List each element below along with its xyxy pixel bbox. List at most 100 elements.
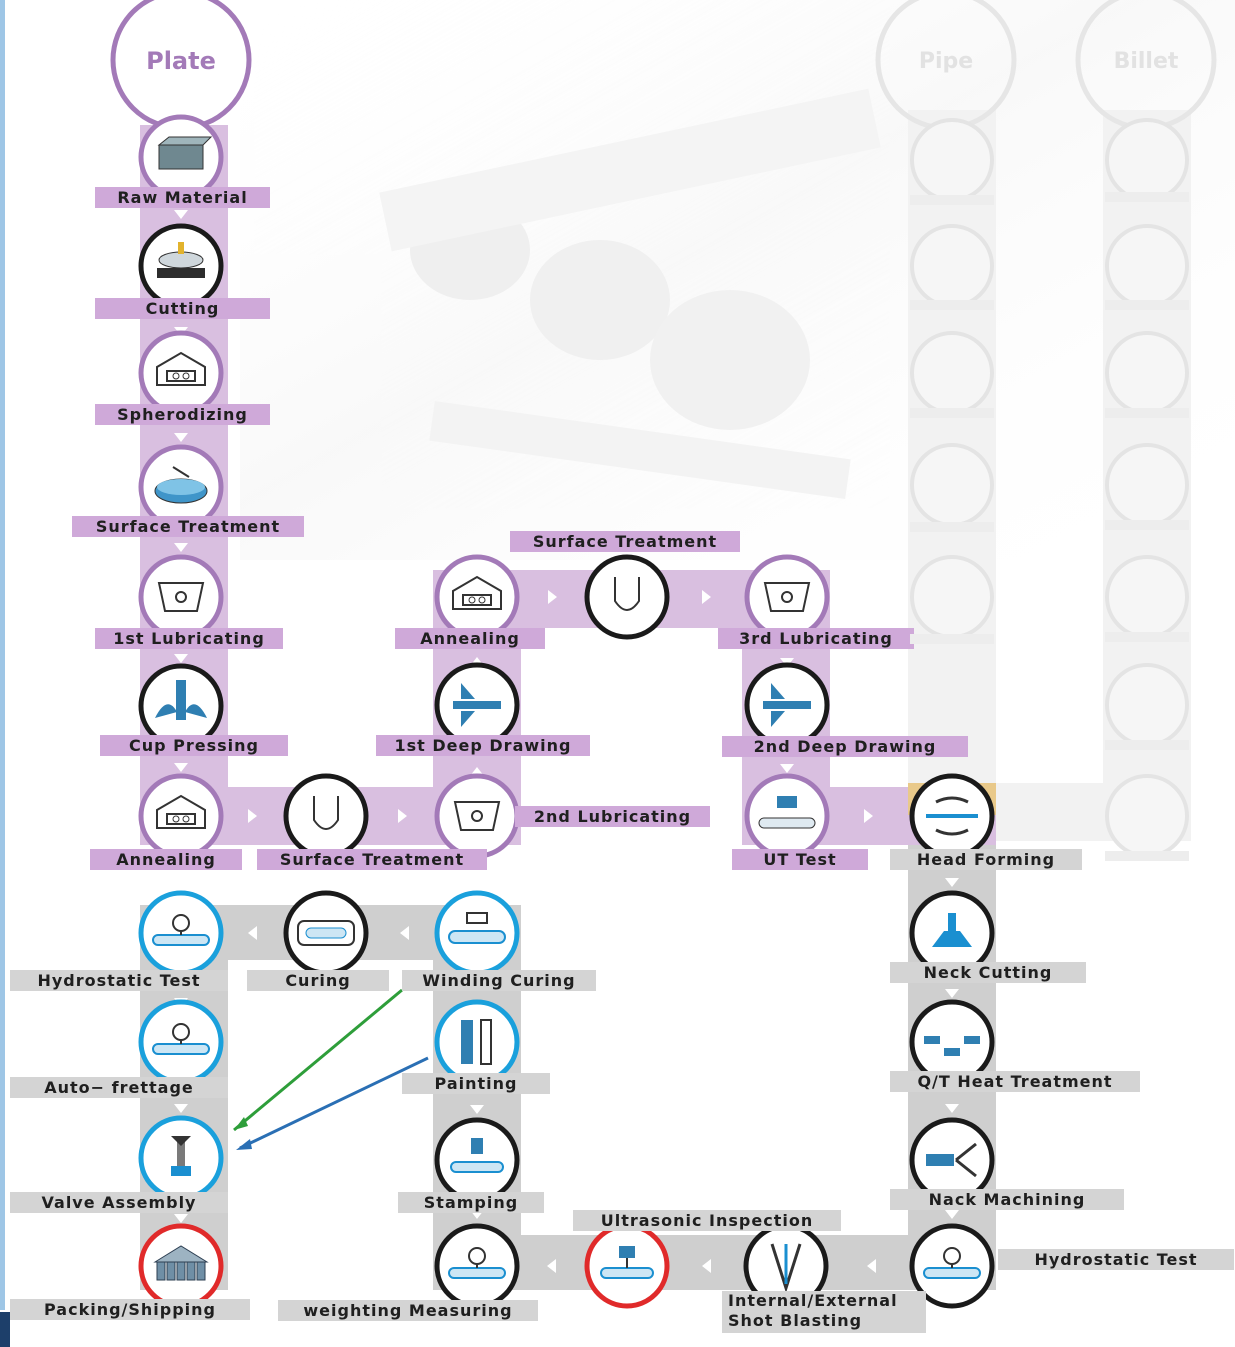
- valve-icon: [171, 1136, 191, 1176]
- curing-node: [283, 890, 369, 976]
- label-hydrostatic-test-right: Hydrostatic Test: [998, 1249, 1234, 1270]
- gauge-icon: [152, 914, 210, 946]
- label-packing-shipping: Packing/Shipping: [10, 1299, 250, 1320]
- press-icon: [763, 683, 811, 727]
- surface-treatment-2-node: [283, 773, 369, 859]
- ghost-step-circle: [1105, 224, 1189, 308]
- hydrostatic-test-right-node: [909, 1223, 995, 1309]
- down-arrow: [174, 1104, 188, 1113]
- nack-machining-node: [909, 1117, 995, 1203]
- cutting-node: [138, 223, 224, 309]
- label-painting: Painting: [402, 1073, 550, 1094]
- press-icon: [155, 680, 207, 720]
- background-photo: [240, 0, 1235, 560]
- furnace-icon: [156, 794, 206, 829]
- ghost-step-circle: [1105, 555, 1189, 639]
- pipe-ghost-label: Pipe: [919, 49, 973, 74]
- down-arrow: [470, 1105, 484, 1114]
- annealing-2-node: [434, 554, 520, 640]
- ghost-step-circle: [910, 331, 994, 415]
- label-ultrasonic-inspection: Ultrasonic Inspection: [573, 1210, 841, 1231]
- surface-treatment-3-node: [584, 554, 670, 640]
- wrench-icon: [926, 796, 978, 836]
- u-cup-icon: [614, 577, 640, 611]
- left-arrow: [248, 926, 257, 940]
- neck-cutting-node: [909, 890, 995, 976]
- deep-drawing-2-node: [744, 662, 830, 748]
- down-arrow: [174, 433, 188, 442]
- valve-assembly-node: [138, 1115, 224, 1201]
- lubricator-icon: [763, 582, 811, 612]
- head-forming-node: [909, 773, 995, 859]
- ghost-step-circle: [910, 118, 994, 202]
- label-surface-treatment-3: Surface Treatment: [510, 531, 740, 552]
- label-annealing-1: Annealing: [90, 849, 242, 870]
- label-neck-cutting: Neck Cutting: [890, 962, 1086, 983]
- wrench-icon: [926, 1142, 977, 1178]
- label-head-forming: Head Forming: [890, 849, 1082, 870]
- ghost-label: [1105, 300, 1189, 310]
- right-arrow: [702, 590, 711, 604]
- ghost-step-circle: [1105, 443, 1189, 527]
- ghost-label: [1105, 192, 1189, 202]
- label-2nd-lubricating: 2nd Lubricating: [515, 806, 710, 827]
- ghost-label: [1105, 408, 1189, 418]
- gray-bands: [140, 815, 996, 1290]
- label-nack-machining: Nack Machining: [890, 1189, 1124, 1210]
- label-shot-blasting: Internal/External Shot Blasting: [722, 1291, 926, 1333]
- left-arrow: [400, 926, 409, 940]
- right-arrow: [864, 809, 873, 823]
- label-qt-heat-treatment: Q/T Heat Treatment: [890, 1071, 1140, 1092]
- ghost-step-nodes: [910, 118, 1189, 858]
- start-nodes: Plate Pipe Billet: [110, 0, 1217, 131]
- down-arrow: [174, 210, 188, 219]
- packing-icon: [153, 1245, 209, 1281]
- blue-arrow: [239, 1056, 429, 1150]
- green-arrow: [233, 988, 403, 1132]
- ghost-step-circle: [910, 224, 994, 308]
- left-arrow: [547, 1259, 556, 1273]
- press-icon: [453, 683, 501, 727]
- billet-ghost-label: Billet: [1114, 49, 1179, 74]
- ghost-label: [910, 195, 994, 205]
- press-icon: [450, 1138, 504, 1173]
- label-1st-deep-drawing: 1st Deep Drawing: [376, 735, 590, 756]
- label-auto-frettage: Auto− frettage: [10, 1077, 228, 1098]
- ghost-label: [1105, 740, 1189, 750]
- ghost-step-circle: [1105, 663, 1189, 747]
- ultrasonic-inspection-node: [584, 1223, 670, 1309]
- down-arrow: [945, 878, 959, 887]
- annealing-1-node: [138, 773, 224, 859]
- raw-material-node: [138, 114, 224, 200]
- auto-frettage-node: [138, 999, 224, 1085]
- wrench-icon: [461, 1019, 492, 1065]
- painting-node: [434, 999, 520, 1085]
- furnace-icon: [452, 575, 502, 610]
- lubricating-3-node: [744, 554, 830, 640]
- lubricator-icon: [157, 582, 205, 612]
- surface-treatment-1-node: [138, 444, 224, 530]
- label-hydrostatic-test-left: Hydrostatic Test: [10, 970, 228, 991]
- label-surface-treatment-2: Surface Treatment: [257, 849, 487, 870]
- down-arrow: [174, 654, 188, 663]
- deep-drawing-1-node: [434, 662, 520, 748]
- label-raw-material: Raw Material: [95, 187, 270, 208]
- stamping-node: [434, 1117, 520, 1203]
- steel-block-icon: [157, 136, 213, 170]
- wrench-icon: [932, 913, 972, 947]
- down-arrow: [945, 989, 959, 998]
- gauge-icon: [448, 1247, 506, 1279]
- u-cup-icon: [313, 796, 339, 830]
- label-surface-treatment-1: Surface Treatment: [72, 516, 304, 537]
- down-arrow: [174, 763, 188, 772]
- gauge-icon: [152, 1023, 210, 1055]
- blue-arrow-head: [236, 1139, 252, 1150]
- label-spherodizing: Spherodizing: [95, 404, 270, 425]
- label-winding-curing: Winding Curing: [402, 970, 596, 991]
- label-3rd-lubricating: 3rd Lubricating: [718, 628, 914, 649]
- gauge-icon: [448, 912, 506, 944]
- winding-curing-node: [434, 890, 520, 976]
- weighting-measuring-node: [434, 1223, 520, 1309]
- label-annealing-2: Annealing: [395, 628, 545, 649]
